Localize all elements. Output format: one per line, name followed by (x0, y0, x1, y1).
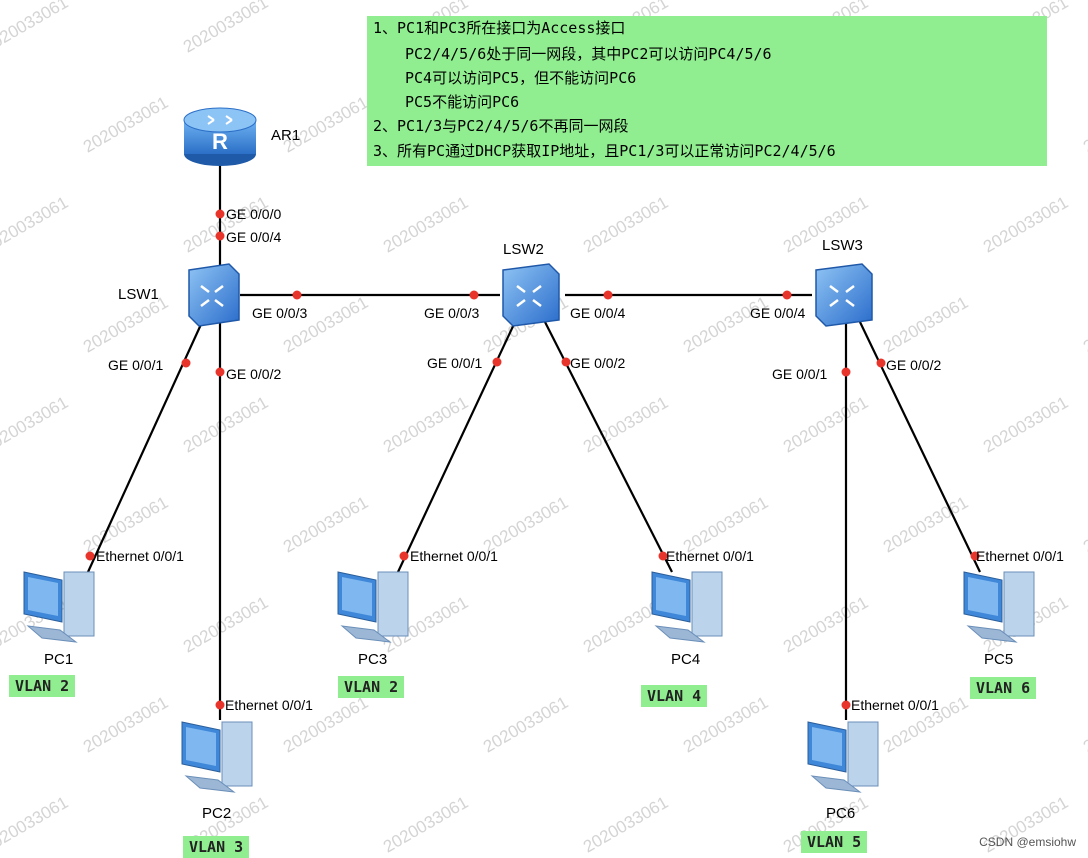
vlan-tag-pc5: VLAN 6 (970, 677, 1037, 699)
port-label-pc1-eth: Ethernet 0/0/1 (96, 548, 184, 564)
port-dot-pc1-eth (85, 551, 95, 561)
pc-icon-pc5[interactable] (958, 566, 1048, 644)
port-dot-lsw2-g2 (561, 357, 571, 367)
device-label-ar1: AR1 (271, 127, 301, 144)
port-dot-pc6-eth (841, 700, 851, 710)
device-label-lsw3: LSW3 (822, 237, 863, 254)
port-label-pc2-eth: Ethernet 0/0/1 (225, 697, 313, 713)
device-label-pc1: PC1 (44, 651, 74, 668)
port-label-lsw2-g1: GE 0/0/1 (427, 355, 483, 371)
port-label-lsw2-g3: GE 0/0/3 (424, 305, 480, 321)
pc-icon-pc4[interactable] (646, 566, 736, 644)
port-dot-lsw3-g1 (841, 367, 851, 377)
vlan-tag-pc6: VLAN 5 (801, 831, 868, 853)
switch-icon-lsw1[interactable] (183, 262, 241, 328)
switch-icon-lsw3[interactable] (810, 262, 874, 328)
note-line-1: 1、PC1和PC3所在接口为Access接口 (373, 19, 626, 37)
port-dot-ar1-g0 (215, 209, 225, 219)
note-line-4: PC5不能访问PC6 (405, 93, 520, 111)
source-credit: CSDN @emsiohw (979, 835, 1076, 849)
port-dot-lsw2-g3 (469, 290, 479, 300)
port-label-ar1-g0: GE 0/0/0 (226, 206, 282, 222)
port-dot-lsw1-g2 (215, 367, 225, 377)
port-label-pc3-eth: Ethernet 0/0/1 (410, 548, 498, 564)
device-label-pc3: PC3 (358, 651, 388, 668)
note-line-5: 2、PC1/3与PC2/4/5/6不再同一网段 (373, 117, 629, 135)
port-dot-lsw1-g4 (215, 231, 225, 241)
note-line-3: PC4可以访问PC5，但不能访问PC6 (405, 69, 637, 87)
port-label-lsw2-g2: GE 0/0/2 (570, 355, 626, 371)
port-label-lsw3-g2: GE 0/0/2 (886, 357, 942, 373)
port-dot-lsw3-g4 (782, 290, 792, 300)
port-label-lsw1-g1: GE 0/0/1 (108, 357, 164, 373)
port-dot-lsw2-g4 (603, 290, 613, 300)
pc-icon-pc1[interactable] (18, 566, 108, 644)
port-dot-pc5-eth (970, 551, 980, 561)
port-label-lsw1-g2: GE 0/0/2 (226, 366, 282, 382)
device-label-pc4: PC4 (671, 651, 701, 668)
port-dot-pc4-eth (658, 551, 668, 561)
vlan-tag-pc1: VLAN 2 (9, 675, 76, 697)
port-dot-pc3-eth (399, 551, 409, 561)
port-label-lsw2-g4: GE 0/0/4 (570, 305, 626, 321)
device-label-lsw1: LSW1 (118, 286, 159, 303)
port-dot-lsw1-g1 (181, 358, 191, 368)
svg-text:R: R (212, 129, 228, 154)
port-label-lsw1-g4: GE 0/0/4 (226, 229, 282, 245)
port-label-pc4-eth: Ethernet 0/0/1 (666, 548, 754, 564)
port-dot-lsw3-g2 (876, 358, 886, 368)
port-dot-lsw2-g1 (492, 357, 502, 367)
port-label-pc6-eth: Ethernet 0/0/1 (851, 697, 939, 713)
device-label-pc6: PC6 (826, 805, 856, 822)
pc-icon-pc6[interactable] (802, 716, 892, 794)
pc-icon-pc2[interactable] (176, 716, 266, 794)
requirements-note: 1、PC1和PC3所在接口为Access接口 PC2/4/5/6处于同一网段，其… (367, 16, 1047, 166)
note-line-2: PC2/4/5/6处于同一网段，其中PC2可以访问PC4/5/6 (405, 45, 772, 63)
device-label-lsw2: LSW2 (503, 241, 544, 258)
port-dot-pc2-eth (215, 700, 225, 710)
port-label-lsw3-g4: GE 0/0/4 (750, 305, 806, 321)
port-label-pc5-eth: Ethernet 0/0/1 (976, 548, 1064, 564)
note-line-6: 3、所有PC通过DHCP获取IP地址，且PC1/3可以正常访问PC2/4/5/6 (373, 142, 836, 160)
port-label-lsw1-g3: GE 0/0/3 (252, 305, 308, 321)
router-icon[interactable]: R (182, 102, 258, 172)
vlan-tag-pc3: VLAN 2 (338, 676, 405, 698)
port-dot-lsw1-g3 (292, 290, 302, 300)
pc-icon-pc3[interactable] (332, 566, 422, 644)
vlan-tag-pc2: VLAN 3 (183, 836, 250, 858)
switch-icon-lsw2[interactable] (497, 262, 561, 328)
vlan-tag-pc4: VLAN 4 (641, 685, 708, 707)
port-label-lsw3-g1: GE 0/0/1 (772, 366, 828, 382)
device-label-pc2: PC2 (202, 805, 232, 822)
device-label-pc5: PC5 (984, 651, 1014, 668)
